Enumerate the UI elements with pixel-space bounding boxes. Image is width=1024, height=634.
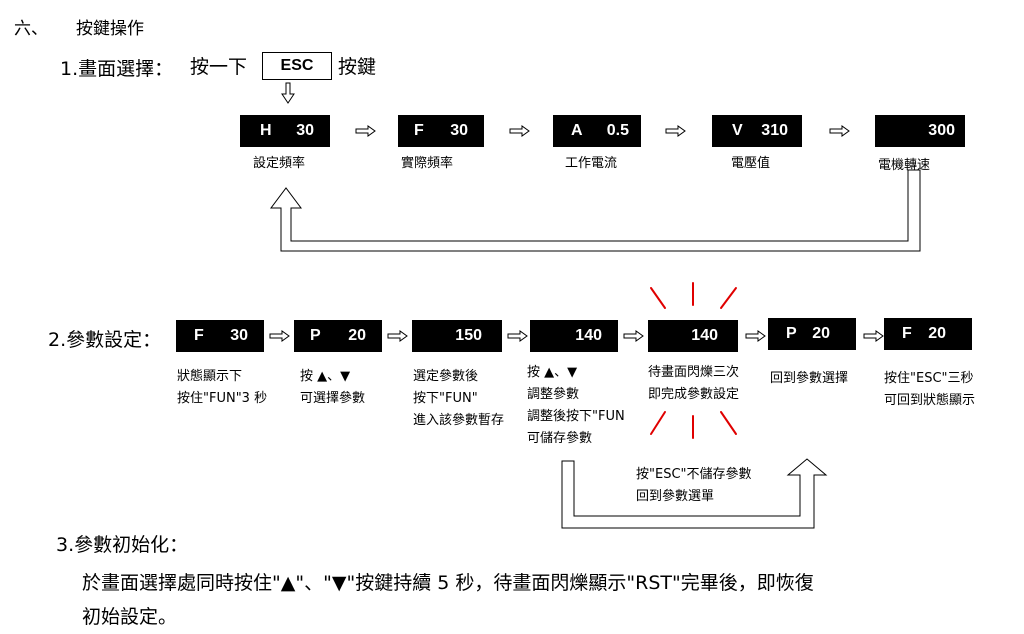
right-arrow-icon [665,125,686,137]
step5-description: 待畫面閃爍三次 即完成參數設定 [648,365,740,402]
label-voltage: 電壓值 [731,156,771,171]
esc-key: ESC [262,52,332,80]
display-motor-speed: 300 [875,115,965,147]
step1-description: 狀態顯示下 按住"FUN"3 秒 [177,369,268,406]
display-flash-value: 140 [648,320,738,352]
label-motor-speed: 電機轉速 [878,158,931,173]
down-triangle-icon: ▼ [567,365,578,380]
step3-description: 選定參數後 按下"FUN" 進入該參數暫存 [413,369,505,428]
right-arrow-icon [509,125,530,137]
right-arrow-icon [355,125,376,137]
part1-heading: 1.畫面選擇： [60,58,174,80]
step2-description: 按 ▲、▼ 可選擇參數 [300,369,366,406]
part2-heading: 2.參數設定： [48,329,162,351]
down-arrow-icon [281,82,295,104]
press-suffix: 按鍵 [338,56,377,78]
up-triangle-icon: ▲ [280,572,296,594]
right-arrow-icon [623,330,644,342]
section-number: 六、 [14,19,48,39]
up-triangle-icon: ▲ [544,365,555,380]
right-arrow-icon [745,330,766,342]
right-arrow-icon [863,330,884,342]
up-triangle-icon: ▲ [317,369,328,384]
step7-description: 按住"ESC"三秒 可回到狀態顯示 [884,371,976,408]
down-triangle-icon: ▼ [340,369,351,384]
right-arrow-icon [387,330,408,342]
display-param-value: 150 [412,320,502,352]
press-prefix: 按一下 [190,56,248,78]
flash-marks [650,282,737,439]
right-arrow-icon [829,125,850,137]
down-triangle-icon: ▼ [331,572,347,594]
part3-body-line2: 初始設定。 [82,606,178,628]
right-arrow-icon [507,330,528,342]
esc-cancel-description: 按"ESC"不儲存參數 回到參數選單 [636,467,752,504]
label-current: 工作電流 [565,156,618,171]
step4-description: 按 ▲、▼ 調整參數 調整後按下"FUN 可儲存參數 [527,365,625,446]
escape-loop-arrow [561,458,828,529]
part3-body-line1: 於畫面選擇處同時按住"▲"、"▼"按鍵持續 5 秒，待畫面閃爍顯示"RST"完畢… [82,572,814,594]
label-set-frequency: 設定頻率 [253,156,306,171]
step6-description: 回到參數選擇 [770,371,849,386]
right-arrow-icon [269,330,290,342]
return-loop-arrow [270,169,921,252]
label-actual-frequency: 實際頻率 [401,156,454,171]
part3-heading: 3.參數初始化： [56,534,189,556]
display-adjust-value: 140 [530,320,618,352]
section-title: 按鍵操作 [76,19,144,39]
